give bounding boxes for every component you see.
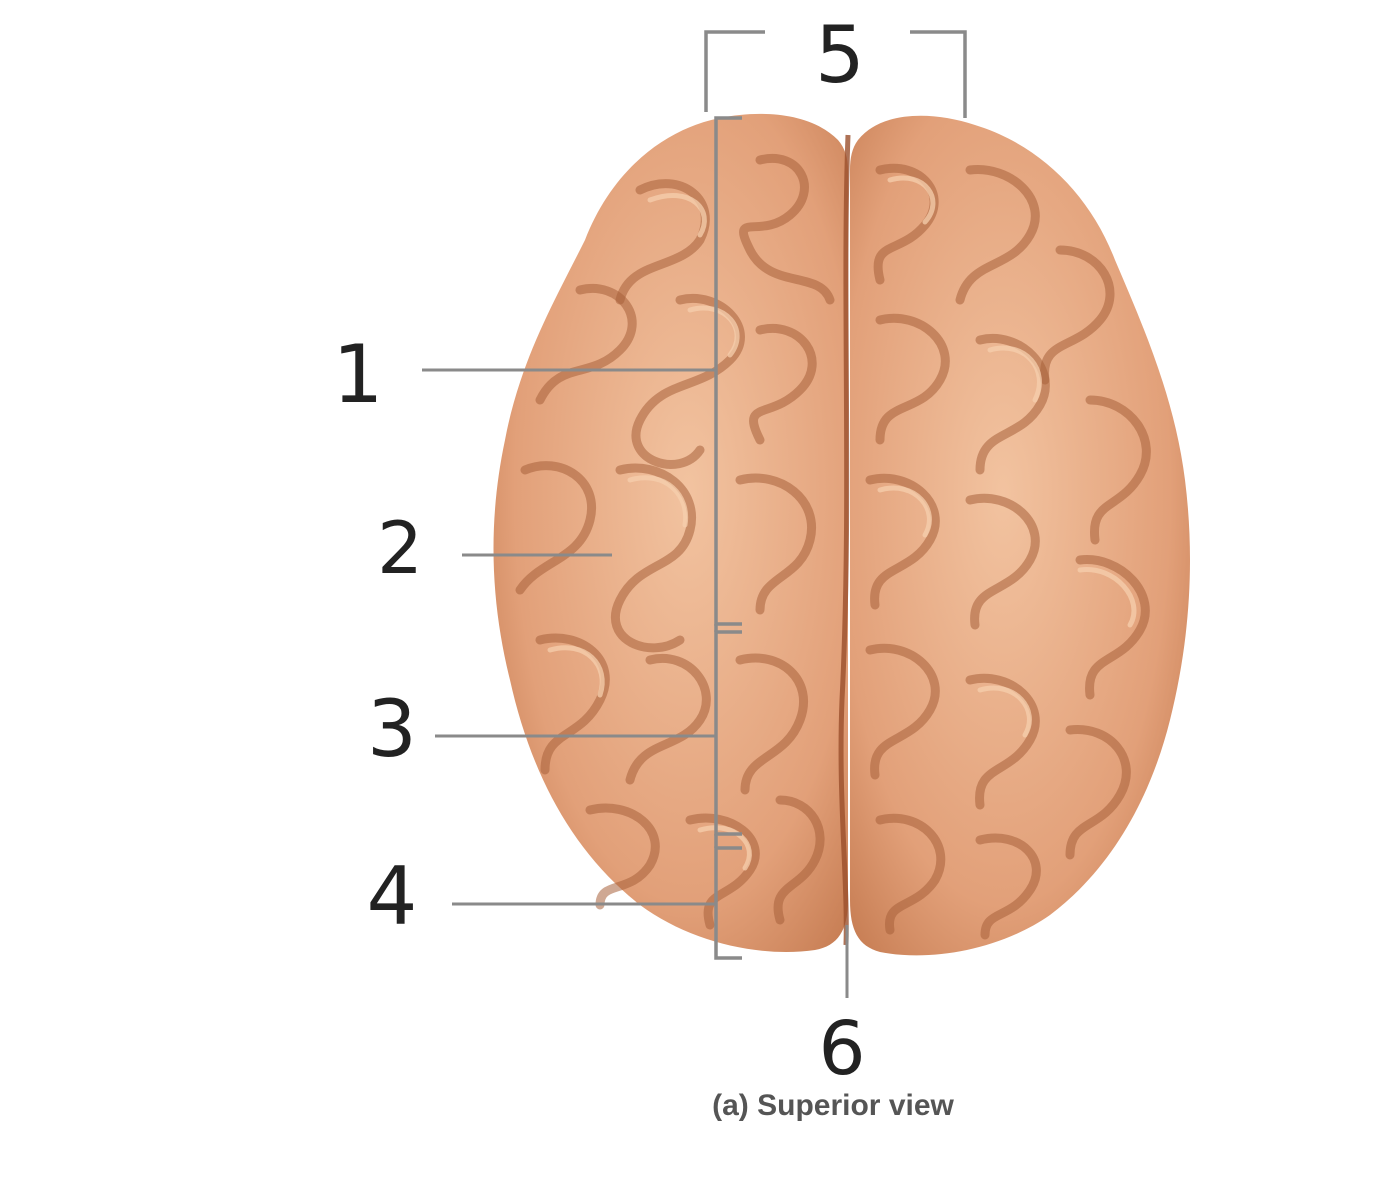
label-3: 3 bbox=[367, 685, 417, 775]
right-gyri bbox=[865, 163, 1151, 940]
label-6: 6 bbox=[818, 1006, 865, 1092]
left-hemisphere bbox=[493, 113, 848, 953]
label-2: 2 bbox=[377, 506, 423, 590]
right-hemisphere bbox=[850, 115, 1190, 956]
bracket-5 bbox=[704, 30, 967, 118]
left-gyri bbox=[515, 154, 835, 930]
label-5: 5 bbox=[815, 11, 865, 101]
label-4: 4 bbox=[367, 850, 418, 943]
brain-illustration bbox=[493, 113, 1190, 956]
figure-caption: (a) Superior view bbox=[712, 1089, 954, 1122]
longitudinal-fissure bbox=[838, 134, 851, 946]
label-1: 1 bbox=[333, 328, 384, 421]
